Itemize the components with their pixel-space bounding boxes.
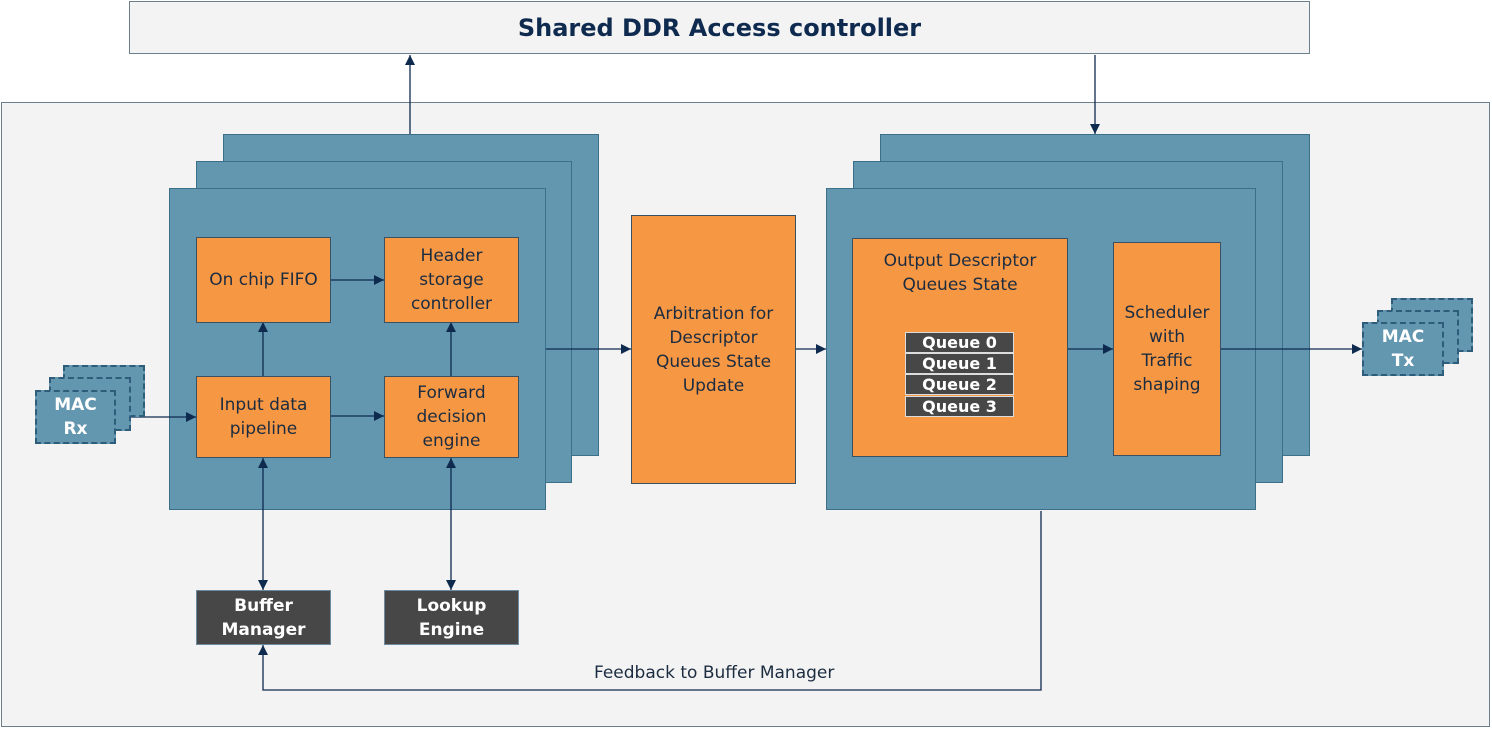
forward-engine-label: Forward decision engine xyxy=(416,383,487,451)
queue-0-label: Queue 0 xyxy=(922,333,997,352)
input-pipeline-label: Input data pipeline xyxy=(219,395,308,439)
arrow-feedback-to-buffer-manager xyxy=(258,511,1042,691)
buffer-manager: Buffer Manager xyxy=(196,590,331,645)
on-chip-fifo: On chip FIFO xyxy=(196,237,331,323)
arbitration-block: Arbitration for Descriptor Queues State … xyxy=(631,215,796,484)
output-descriptor-queues: Output Descriptor Queues State xyxy=(852,238,1068,457)
queue-3: Queue 3 xyxy=(905,396,1014,417)
queue-0: Queue 0 xyxy=(905,332,1014,353)
forward-decision-engine: Forward decision engine xyxy=(384,376,519,458)
mac-tx-label: MAC Tx xyxy=(1381,327,1425,371)
feedback-label: Feedback to Buffer Manager xyxy=(594,663,835,683)
ddr-access-controller: Shared DDR Access controller xyxy=(129,1,1310,54)
mac-rx-label: MAC Rx xyxy=(54,395,97,439)
queue-1-label: Queue 1 xyxy=(922,354,997,373)
mac-rx: MAC Rx xyxy=(35,390,116,444)
queue-2-label: Queue 2 xyxy=(922,375,997,394)
header-storage-label: Header storage controller xyxy=(410,246,493,314)
buffer-manager-label: Buffer Manager xyxy=(221,595,306,640)
scheduler-label: Scheduler with Traffic shaping xyxy=(1124,303,1210,395)
queue-2: Queue 2 xyxy=(905,374,1014,395)
lookup-engine-label: Lookup Engine xyxy=(416,595,487,640)
mac-tx: MAC Tx xyxy=(1362,322,1444,376)
queue-3-label: Queue 3 xyxy=(922,397,997,416)
arbitration-label: Arbitration for Descriptor Queues State … xyxy=(653,303,774,396)
output-queues-title: Output Descriptor Queues State xyxy=(883,251,1037,295)
scheduler-traffic-shaping: Scheduler with Traffic shaping xyxy=(1113,242,1221,456)
header-storage-controller: Header storage controller xyxy=(384,237,519,323)
input-data-pipeline: Input data pipeline xyxy=(196,376,331,458)
queue-1: Queue 1 xyxy=(905,353,1014,374)
on-chip-fifo-label: On chip FIFO xyxy=(209,270,318,290)
ddr-controller-label: Shared DDR Access controller xyxy=(517,13,922,42)
lookup-engine: Lookup Engine xyxy=(384,590,519,645)
